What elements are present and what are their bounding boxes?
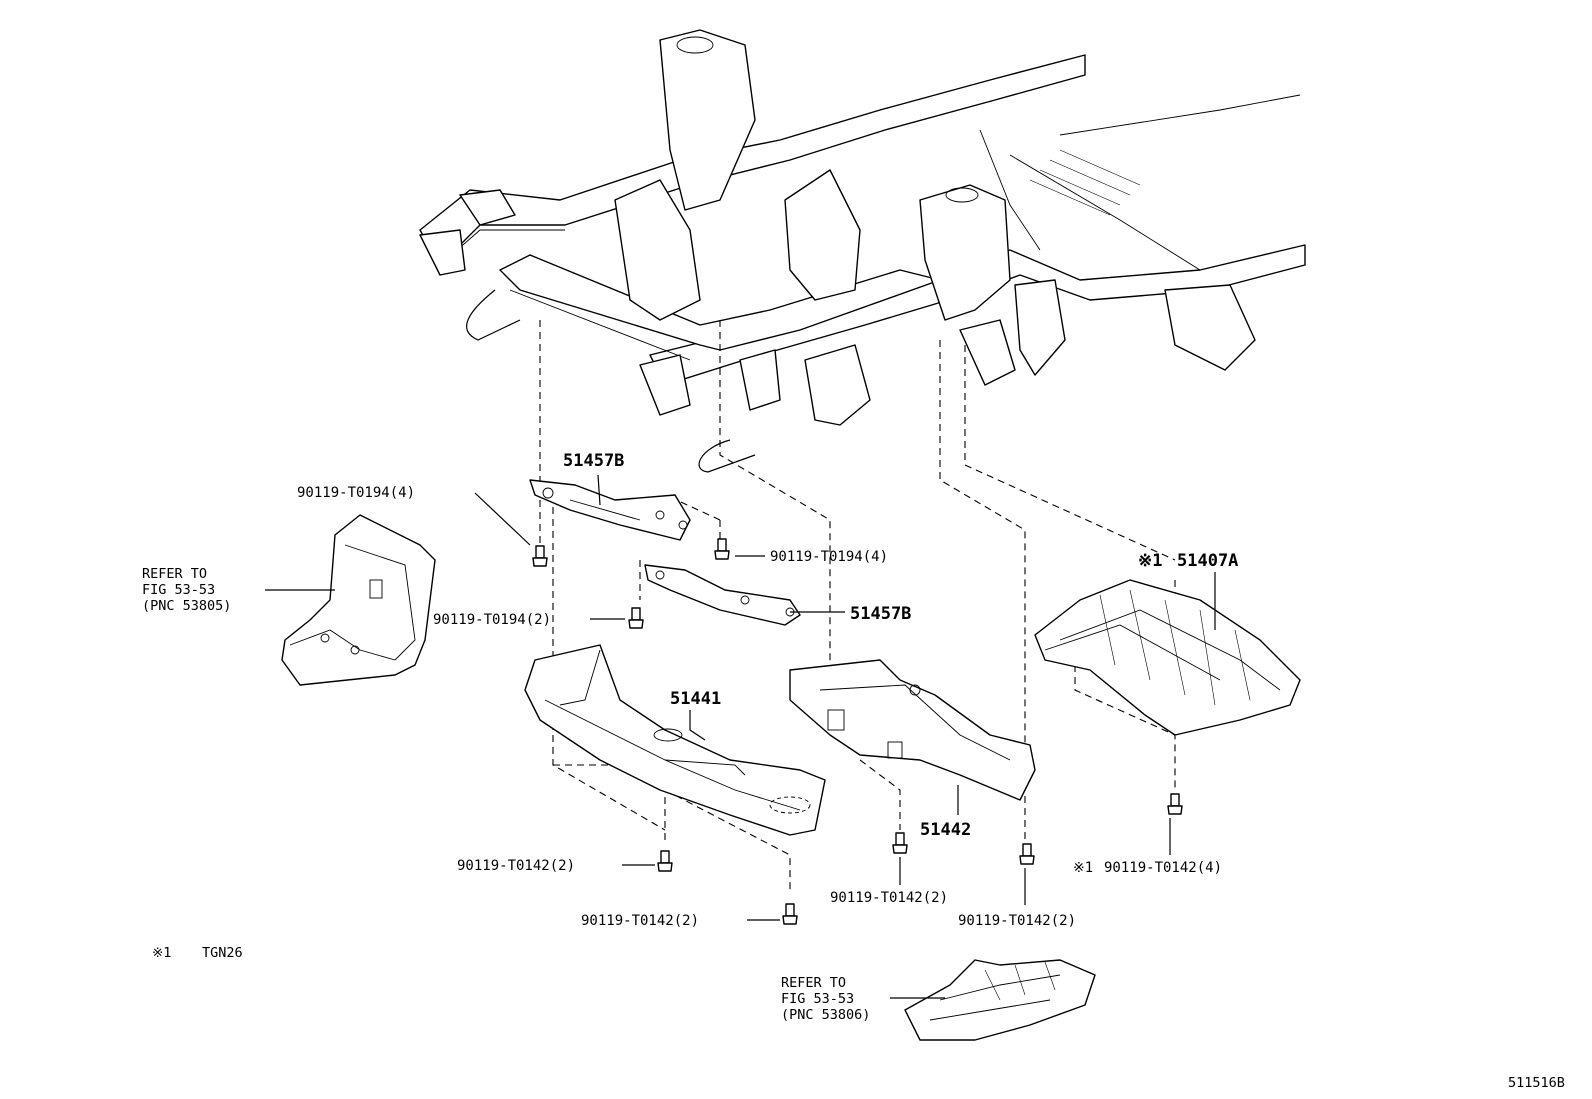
fastener-label: 90119-T0142(2)	[830, 890, 948, 906]
part-51457B-upper	[529, 479, 691, 541]
part-label-51407A-mark: ※1	[1138, 551, 1162, 571]
footnote-mark: ※1	[152, 945, 171, 961]
ref-bottom-line2: FIG 53-53	[781, 991, 854, 1007]
fastener-label: 90119-T0142(4)	[1104, 860, 1222, 876]
part-label-51457B-top: 51457B	[563, 451, 624, 471]
ref-part-53805	[281, 514, 436, 686]
ref-part-53806	[904, 959, 1096, 1041]
fastener-label: 90119-T0194(4)	[770, 549, 888, 565]
vehicle-frame-drawing	[419, 29, 1306, 473]
ref-left-line3: (PNC 53805)	[142, 598, 231, 614]
part-51442-plate	[789, 659, 1036, 801]
bolt-icon	[628, 607, 644, 629]
bolt-icon	[1019, 843, 1035, 865]
ref-left-line2: FIG 53-53	[142, 582, 215, 598]
leader-lines	[265, 474, 1216, 999]
bolt-icon	[714, 538, 730, 560]
part-label-51442: 51442	[920, 820, 971, 840]
fastener-label: 90119-T0194(4)	[297, 485, 415, 501]
ref-left-line1: REFER TO	[142, 566, 207, 582]
part-label-51441: 51441	[670, 689, 721, 709]
fastener-label: 90119-T0142(2)	[457, 858, 575, 874]
part-51441-plate	[524, 644, 826, 836]
fastener-label: 90119-T0142(2)	[958, 913, 1076, 929]
bolt-icon	[782, 903, 798, 925]
ref-bottom-line3: (PNC 53806)	[781, 1007, 870, 1023]
bolt-icon	[892, 832, 908, 854]
bolts	[532, 538, 1183, 925]
reference-note-bottom: REFER TO FIG 53-53 (PNC 53806)	[781, 975, 870, 1023]
fastener-label-mark: ※1	[1073, 860, 1093, 876]
fastener-label: 90119-T0194(2)	[433, 612, 551, 628]
bolt-icon	[1167, 793, 1183, 815]
fastener-label: 90119-T0142(2)	[581, 913, 699, 929]
ref-bottom-line1: REFER TO	[781, 975, 846, 991]
part-labels: 51457B 51457B 51441 51442 ※1 51407A	[563, 451, 1238, 840]
part-label-51457B-mid: 51457B	[850, 604, 911, 624]
part-51407A-plate	[1034, 579, 1301, 736]
part-label-51407A: 51407A	[1177, 551, 1238, 571]
reference-note-left: REFER TO FIG 53-53 (PNC 53805)	[142, 566, 231, 614]
drawing-number: 511516B	[1508, 1075, 1565, 1091]
bolt-icon	[657, 850, 673, 872]
part-51457B-lower	[644, 564, 801, 626]
fastener-labels: 90119-T0194(4) 90119-T0194(4) 90119-T019…	[297, 485, 1222, 929]
bolt-icon	[532, 545, 548, 567]
footnote-text: TGN26	[202, 945, 243, 961]
